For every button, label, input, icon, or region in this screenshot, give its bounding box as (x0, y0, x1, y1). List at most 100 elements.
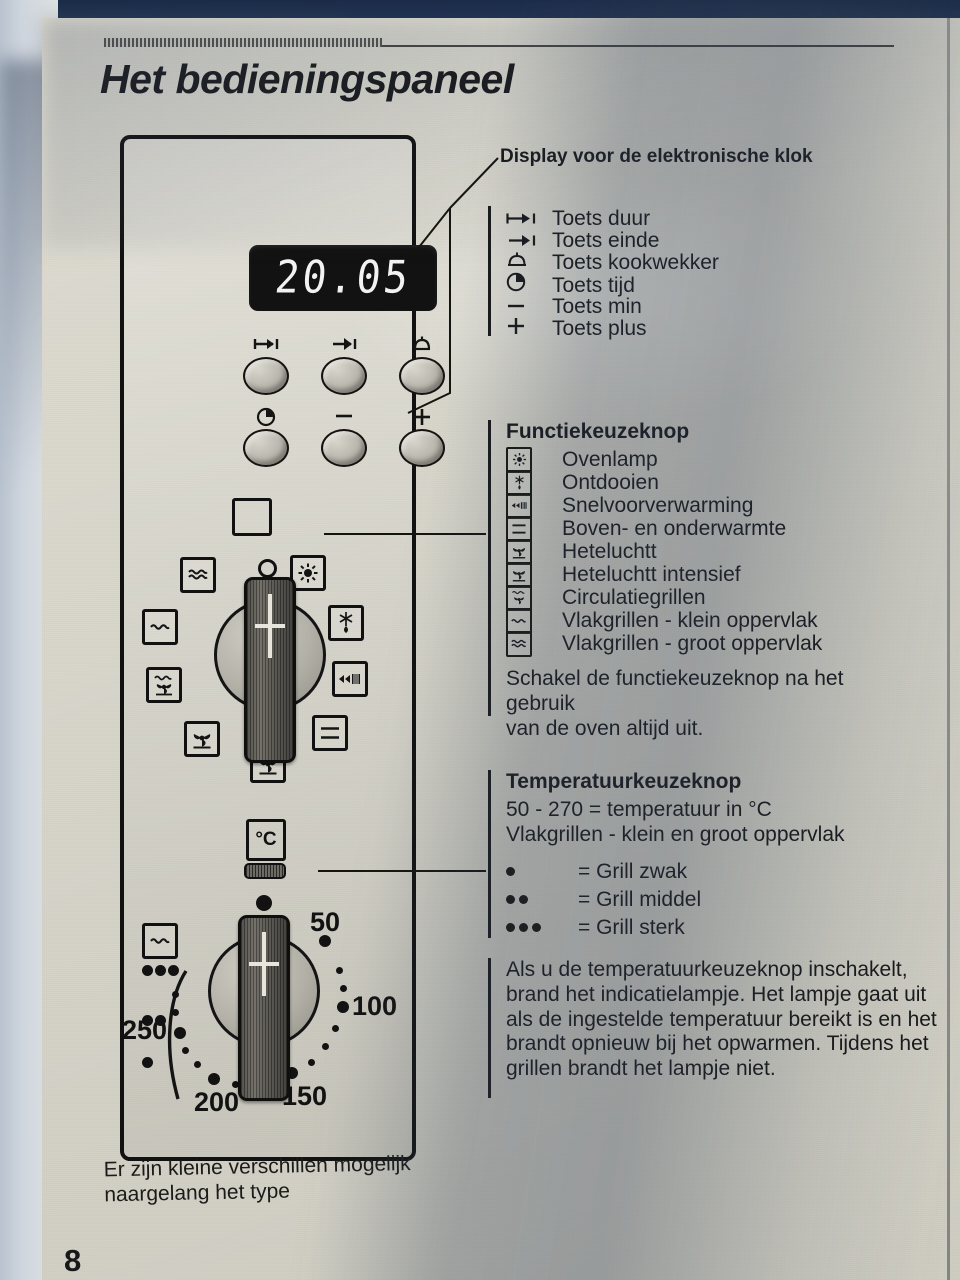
page-title: Het bedieningspaneel (100, 56, 514, 102)
icon-circulation-grill (146, 667, 182, 703)
grill-level-row: = Grill zwak (506, 858, 918, 886)
icon-oven-lamp (290, 555, 326, 591)
scale-pip-250 (174, 1027, 186, 1039)
circulation-grill-icon (506, 584, 532, 611)
button-face[interactable] (399, 429, 445, 467)
button-toets-tijd[interactable] (243, 407, 289, 467)
header-rule (104, 38, 894, 47)
einde-icon (506, 228, 552, 252)
scale-pip-200 (208, 1073, 220, 1085)
scale-pip (308, 1059, 315, 1066)
function-item: Heteluchtt (506, 538, 908, 565)
function-knob-lever[interactable] (244, 577, 296, 763)
note-line: brandt opnieuw bij het opwarmen. Tijdens… (506, 1032, 929, 1056)
knob-position-indicator-dot (258, 559, 277, 578)
legend-item-label: Toets min (552, 295, 642, 318)
large-grill-icon (506, 630, 532, 657)
function-item: Ovenlamp (506, 446, 908, 473)
button-toets-kookwekker[interactable] (399, 335, 445, 395)
icon-top-bottom-heat-blank (232, 498, 272, 536)
function-item-label: Ontdooien (562, 470, 659, 494)
function-item-label: Vlakgrillen - klein oppervlak (562, 608, 818, 632)
grill-dot (519, 923, 528, 933)
section-accent-bar (488, 420, 491, 716)
display-callout-label: Display voor de elektronische klok (500, 146, 813, 167)
scale-label-250: 250 (122, 1015, 168, 1045)
legend-item-label: Toets kookwekker (552, 251, 719, 274)
clock-display: 20.05 (249, 245, 437, 311)
legend-accent-bar (488, 206, 491, 336)
legend-item-label: Toets duur (552, 207, 651, 230)
scale-label-50: 50 (310, 907, 341, 937)
icon-defrost (328, 605, 364, 641)
hot-air-intensive-icon (506, 561, 532, 588)
control-panel-illustration: 20.05 (120, 135, 445, 1161)
note-line: grillen brandt het lampje niet. (506, 1057, 776, 1081)
scale-pip (332, 1025, 339, 1032)
grill-dot (506, 923, 515, 933)
function-item: Vlakgrillen - klein oppervlak (506, 607, 908, 634)
grill-pip (168, 965, 179, 976)
grill-pip (155, 1015, 166, 1026)
function-item-label: Boven- en onderwarmte (562, 516, 787, 540)
scale-label-100: 100 (352, 991, 398, 1021)
temperature-selector-knob[interactable]: °C (122, 819, 412, 1139)
top-bottom-heat-icon (506, 515, 532, 542)
legend-item: Toets einde (506, 228, 868, 252)
scale-pip-50 (319, 935, 331, 947)
duur-icon (253, 335, 279, 357)
clock-button-row-1 (243, 335, 445, 395)
minus-icon (506, 294, 552, 318)
minus-icon (333, 407, 355, 429)
indicator-lamp (244, 863, 286, 879)
temperature-knob-lever[interactable] (238, 915, 290, 1101)
function-item: Heteluchtt intensief (506, 561, 908, 588)
clock-icon (506, 272, 552, 297)
grill-pip (142, 1057, 153, 1068)
button-face[interactable] (243, 357, 289, 395)
note-line: brand het indicatielampje. Het lampje ga… (506, 982, 927, 1006)
icon-top-bottom-heat (312, 715, 348, 751)
scale-pip (172, 991, 179, 998)
button-face[interactable] (321, 429, 367, 467)
function-selector-knob[interactable] (124, 498, 412, 783)
temperature-range-line: 50 - 270 = temperatuur in °C (506, 798, 772, 821)
temperature-grill-line: Vlakgrillen - klein en groot oppervlak (506, 822, 845, 846)
grill-dot (532, 923, 541, 933)
knob-pointer-cross (255, 624, 285, 628)
function-item-label: Heteluchtt (562, 539, 657, 563)
button-face[interactable] (243, 429, 289, 467)
grill-pip (155, 965, 166, 976)
hot-air-icon (506, 538, 532, 565)
indicator-lamp-note: Als u de temperatuurkeuzeknop inschakelt… (488, 958, 938, 1098)
knob-pointer-cross (249, 962, 279, 966)
icon-small-grill (142, 609, 178, 645)
legend-item: Toets kookwekker (506, 250, 868, 274)
fast-preheat-icon (506, 492, 532, 519)
grill-dot (506, 867, 515, 877)
icon-large-grill-temperature (142, 923, 178, 959)
function-knob-heading: Functiekeuzeknop (506, 420, 690, 443)
paper-grain (42, 18, 960, 1280)
legend-item-label: Toets plus (552, 317, 647, 340)
manual-page: Het bedieningspaneel 20.05 (42, 0, 960, 1280)
defrost-icon (506, 469, 532, 496)
function-item: Ontdooien (506, 469, 908, 496)
section-accent-bar (488, 770, 491, 938)
function-item: Vlakgrillen - groot oppervlak (506, 630, 908, 657)
scale-pip (232, 1081, 239, 1088)
scale-pip (336, 967, 343, 974)
grill-level-row: = Grill middel (506, 886, 918, 914)
duur-icon (506, 206, 552, 230)
grill-level-label: = Grill zwak (578, 859, 688, 883)
button-toets-duur[interactable] (243, 335, 289, 395)
button-face[interactable] (321, 357, 367, 395)
button-toets-einde[interactable] (321, 335, 367, 395)
bell-icon (412, 335, 432, 357)
function-item-label: Ovenlamp (562, 447, 658, 471)
button-toets-min[interactable] (321, 407, 367, 467)
button-toets-plus[interactable] (399, 407, 445, 467)
icon-hot-air (184, 721, 220, 757)
icon-large-grill (180, 557, 216, 593)
button-face[interactable] (399, 357, 445, 395)
